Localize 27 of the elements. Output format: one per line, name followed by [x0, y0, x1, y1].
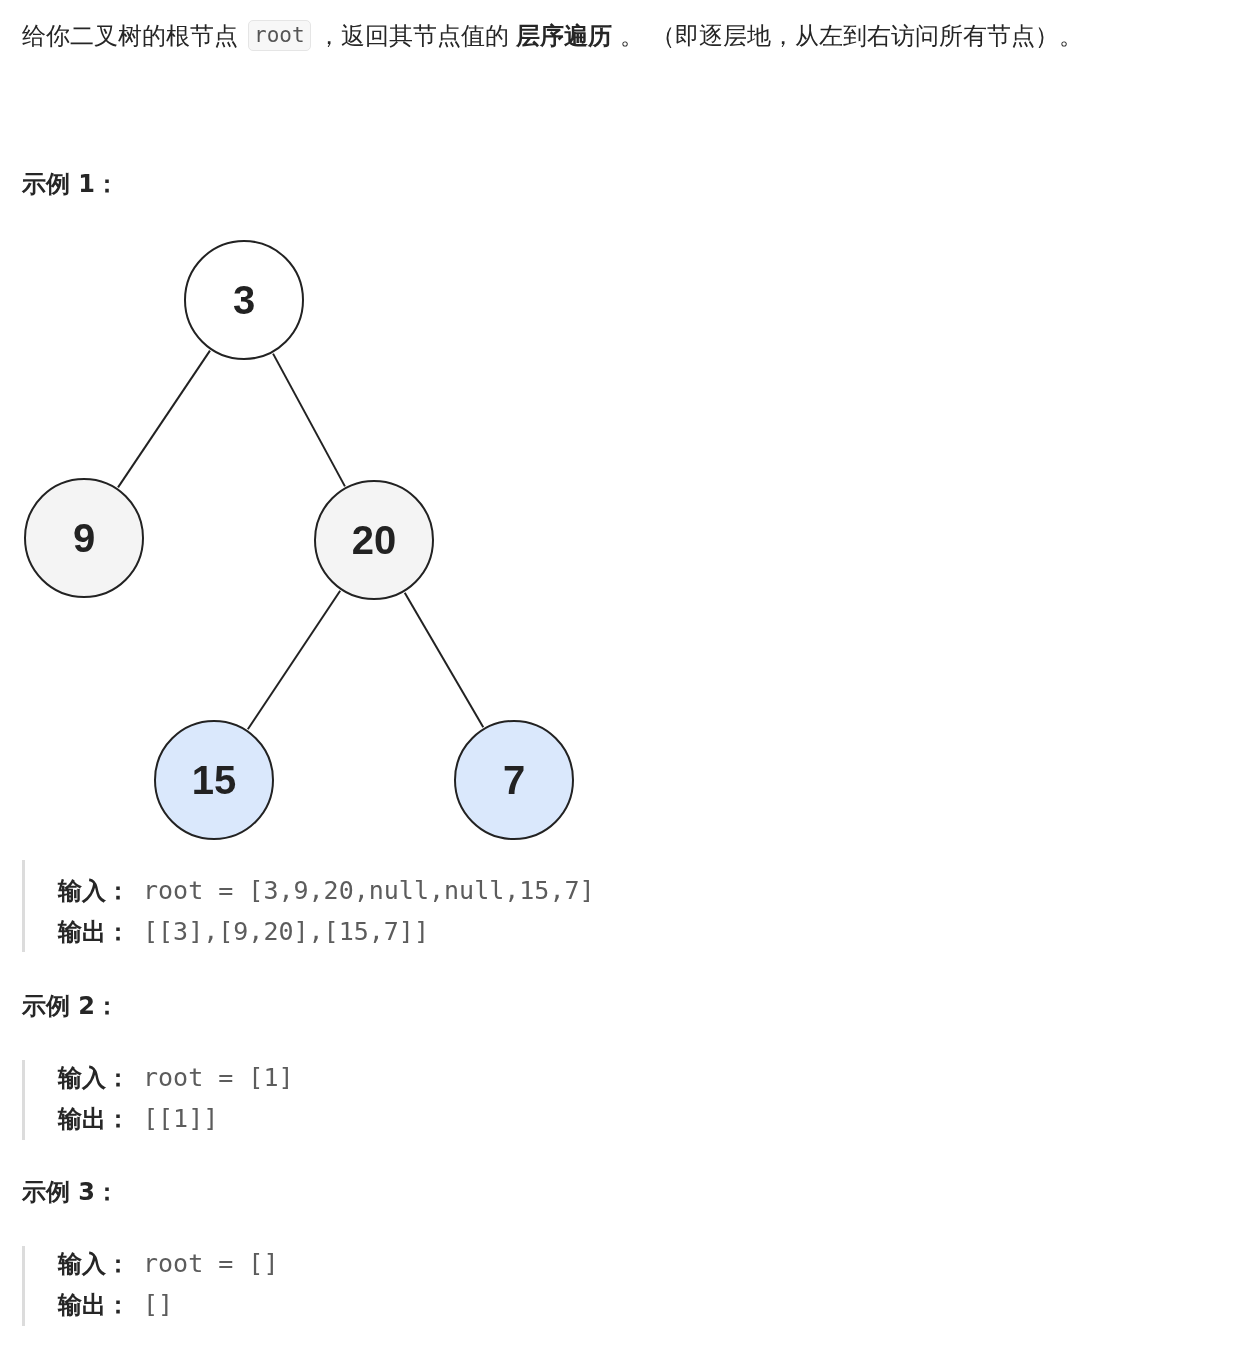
tree-edge	[272, 352, 346, 488]
node-value: 7	[502, 757, 526, 803]
code-text: [[3],[9,20],[15,7]]	[143, 917, 429, 947]
node-value: 9	[72, 515, 96, 561]
tree-edge	[246, 589, 342, 731]
code-text: root = []	[143, 1249, 279, 1279]
node-value: 15	[191, 757, 237, 803]
example-heading: 示例 3：	[22, 1178, 120, 1207]
code-text: [[1]]	[143, 1104, 219, 1134]
field-label: 输出：	[58, 918, 130, 947]
tree-edge	[403, 591, 485, 729]
field-label: 输入：	[58, 1064, 130, 1093]
field-label: 输入：	[58, 877, 130, 906]
intro-text: ，返回其节点值的 层序遍历 。 （即逐层地，从左到右访问所有节点）。	[316, 22, 1084, 51]
intro-text: 给你二叉树的根节点	[22, 22, 238, 51]
example-heading: 示例 1：	[22, 170, 120, 199]
field-label: 输出：	[58, 1291, 130, 1320]
field-label: 输入：	[58, 1250, 130, 1279]
node-value: 20	[351, 517, 397, 563]
code-text: []	[143, 1290, 174, 1320]
field-label: 输出：	[58, 1105, 130, 1134]
code-text: root = [1]	[143, 1063, 294, 1093]
tree-edge	[117, 349, 211, 489]
code-text: root = [3,9,20,null,null,15,7]	[143, 876, 595, 906]
example-heading: 示例 2：	[22, 992, 120, 1021]
inline-code: root	[248, 20, 311, 52]
node-value: 3	[232, 277, 256, 323]
